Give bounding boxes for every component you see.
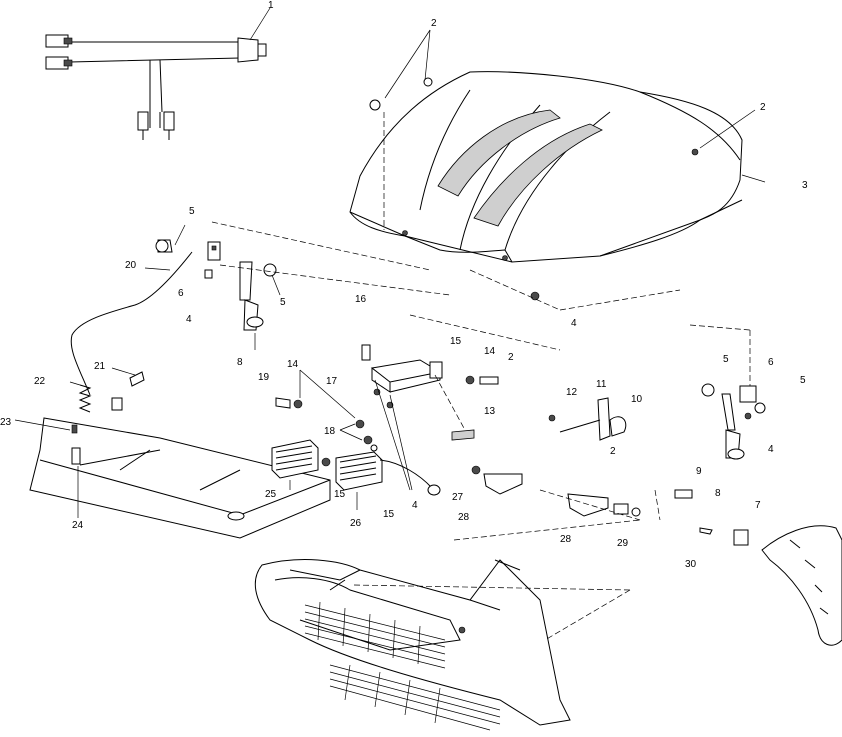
left-headlight-mount — [70, 221, 431, 396]
grille-mesh — [304, 601, 446, 669]
callout-19: 19 — [258, 372, 270, 383]
callout-23: 23 — [0, 417, 12, 428]
callout-16: 16 — [355, 294, 367, 305]
callout-24: 24 — [72, 520, 84, 531]
callout-8: 8 — [237, 357, 243, 368]
callout-18: 18 — [324, 426, 336, 437]
callout-27: 27 — [452, 492, 464, 503]
callout-3: 3 — [802, 180, 808, 191]
callout-22: 22 — [34, 376, 46, 387]
callout-4: 4 — [768, 444, 774, 455]
hood-bolts — [383, 29, 756, 230]
callout-9: 9 — [696, 466, 702, 477]
callout-25: 25 — [265, 489, 277, 500]
headlight-left — [271, 439, 331, 490]
callout-2: 2 — [760, 102, 766, 113]
front-bumper-grille — [254, 559, 631, 731]
callout-15: 15 — [334, 489, 346, 500]
callout-labels: 1 2 2 2 2 3 4 4 4 4 5 5 5 5 6 6 7 8 8 9 … — [0, 0, 808, 570]
right-brackets — [453, 397, 693, 541]
callout-8: 8 — [715, 488, 721, 499]
callout-15: 15 — [383, 509, 395, 520]
callout-11: 11 — [596, 379, 607, 390]
callout-29: 29 — [617, 538, 629, 549]
callout-2: 2 — [610, 446, 616, 457]
callout-13: 13 — [484, 406, 496, 417]
center-bolts — [465, 291, 540, 385]
headlight-fasteners — [275, 369, 378, 452]
callout-6: 6 — [178, 288, 184, 299]
callout-4: 4 — [186, 314, 192, 325]
callout-17: 17 — [326, 376, 338, 387]
callout-2: 2 — [508, 352, 514, 363]
callout-28: 28 — [560, 534, 572, 545]
callout-20: 20 — [125, 260, 137, 271]
callout-7: 7 — [755, 500, 761, 511]
callout-5: 5 — [800, 375, 806, 386]
callout-14: 14 — [287, 359, 299, 370]
callout-14: 14 — [484, 346, 496, 357]
callout-6: 6 — [768, 357, 774, 368]
front-lower-panel — [14, 417, 331, 539]
wiring-harness — [45, 7, 271, 140]
callout-4: 4 — [412, 500, 418, 511]
adjuster-spring — [69, 367, 145, 413]
fender-flare — [699, 525, 842, 646]
callout-30: 30 — [685, 559, 697, 570]
right-headlight-mount — [689, 324, 766, 460]
callout-1: 1 — [268, 0, 274, 11]
headlight-right — [335, 451, 441, 510]
callout-4: 4 — [571, 318, 577, 329]
reference-lines — [219, 264, 681, 311]
callout-5: 5 — [723, 354, 729, 365]
center-bracket — [361, 314, 561, 491]
callout-10: 10 — [631, 394, 643, 405]
callout-21: 21 — [94, 361, 106, 372]
lower-grille — [329, 664, 501, 731]
callout-2: 2 — [431, 18, 437, 29]
front-hood — [349, 71, 766, 263]
callout-12: 12 — [566, 387, 578, 398]
callout-15: 15 — [450, 336, 462, 347]
callout-5: 5 — [189, 206, 195, 217]
callout-28: 28 — [458, 512, 470, 523]
callout-5: 5 — [280, 297, 286, 308]
callout-26: 26 — [350, 518, 362, 529]
